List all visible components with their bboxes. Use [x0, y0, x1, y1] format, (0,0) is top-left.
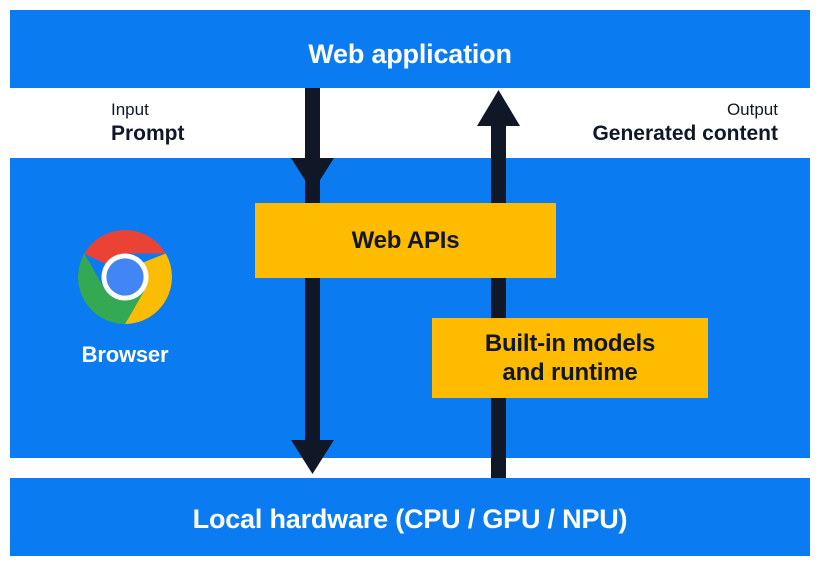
card-web-apis[interactable]: Web APIs	[255, 203, 556, 278]
layer-browser-label: Browser	[81, 342, 169, 367]
layer-web-application: Web application	[10, 10, 810, 88]
flow-annotation-input: Input Prompt	[111, 100, 185, 147]
chrome-logo-icon	[78, 229, 172, 325]
card-built-in-models[interactable]: Built-in models and runtime	[432, 318, 708, 398]
browser-mark: Browser	[62, 228, 188, 368]
flow-output-kind: Output	[726, 100, 778, 119]
card-web-apis-label: Web APIs	[351, 226, 460, 254]
card-built-in-models-label: Built-in models and runtime	[484, 329, 656, 388]
flow-input-kind: Input	[111, 100, 149, 119]
flow-output-value: Generated content	[592, 122, 778, 146]
flow-input-value: Prompt	[111, 122, 185, 146]
card-built-in-models-line2: and runtime	[502, 359, 638, 386]
layer-web-application-label: Web application	[308, 39, 512, 69]
card-built-in-models-line1: Built-in models	[484, 329, 656, 357]
layer-local-hardware-label: Local hardware (CPU / GPU / NPU)	[192, 504, 628, 534]
layer-local-hardware: Local hardware (CPU / GPU / NPU)	[10, 478, 810, 556]
flow-annotation-output: Output Generated content	[592, 100, 778, 147]
